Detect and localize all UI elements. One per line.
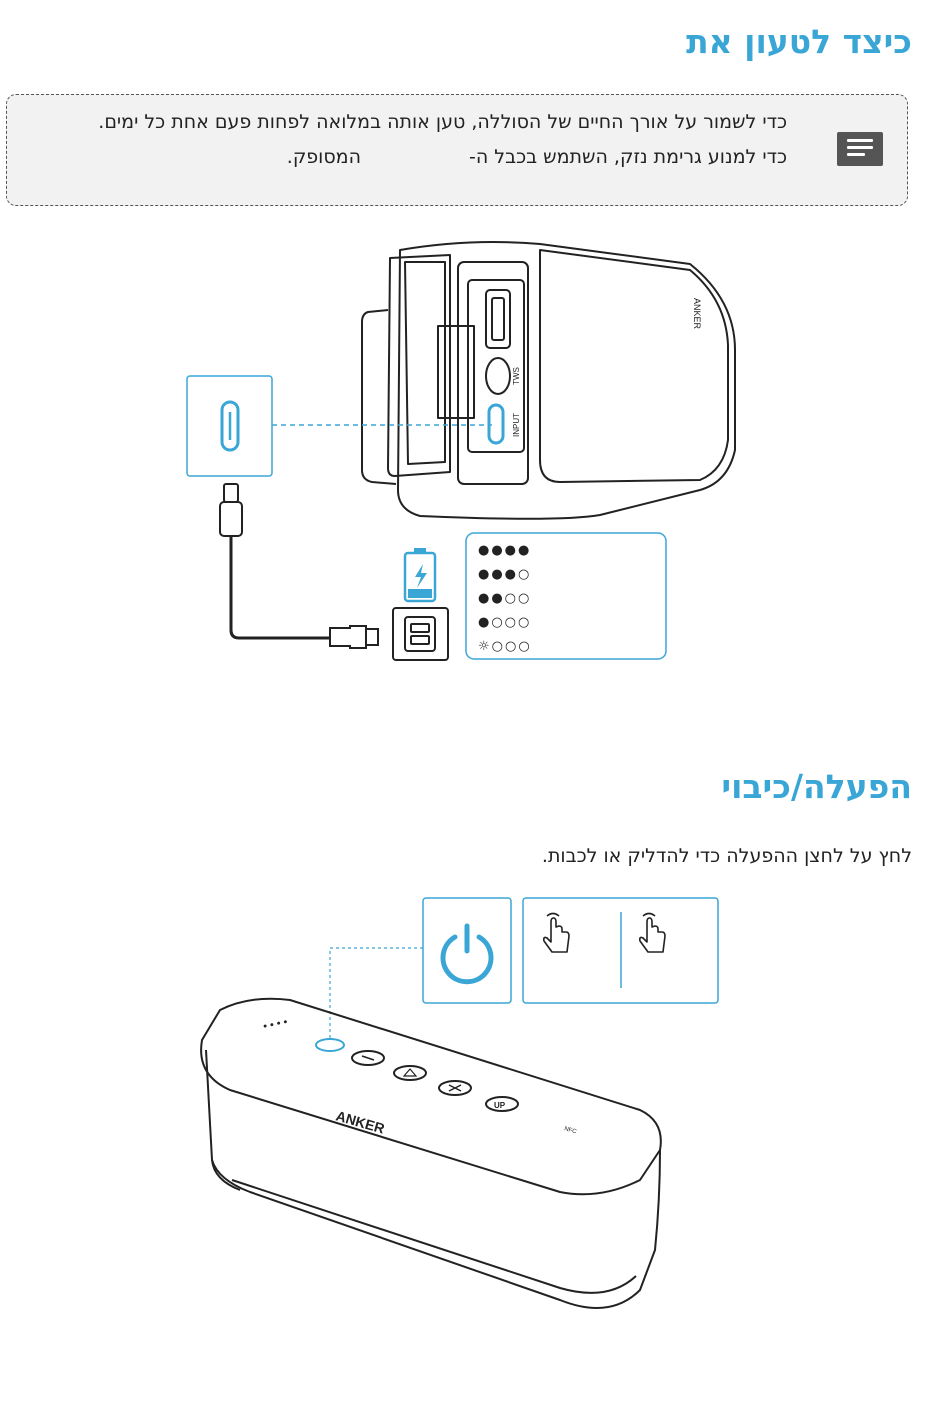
led-row-5: ☼○○○ — [478, 639, 532, 654]
led-rows: ●●●● ●●●○ ●●○○ ●○○○ ☼○○○ — [478, 543, 532, 654]
battery-charging-icon — [405, 548, 435, 601]
power-icon — [443, 926, 491, 982]
usb-power-adapter — [393, 608, 448, 660]
hand-press-icon — [640, 914, 665, 953]
brand-side: ANKER — [692, 298, 702, 330]
power-title: הפעלה/כיבוי — [721, 770, 912, 803]
charging-cable — [231, 536, 330, 638]
input-label: INPUT — [512, 413, 521, 437]
usb-a-plug — [330, 626, 366, 648]
tws-label: TWS — [512, 367, 521, 385]
speaker-rear-tab — [362, 310, 396, 484]
speaker-side-body — [540, 250, 728, 482]
speaker-front — [201, 999, 661, 1308]
power-instruction: לחץ על לחצן ההפעלה כדי להדליק או לכבות. — [542, 845, 912, 867]
usb-c-plug — [224, 484, 238, 502]
svg-text:UP: UP — [494, 1101, 506, 1110]
speaker-back-outline — [398, 242, 735, 519]
input-port — [489, 405, 503, 443]
svg-text:• • • •: • • • • — [262, 1016, 289, 1033]
led-row-1: ●●●● — [478, 543, 531, 558]
speaker-power-button — [316, 1039, 344, 1051]
speaker-flap-outline — [388, 255, 450, 476]
hand-press-icon — [544, 914, 569, 953]
brand-front: ANKER — [334, 1108, 386, 1137]
tws-button — [486, 358, 510, 394]
nfc-label: NFC — [563, 1126, 577, 1135]
usb-c-plug-body — [220, 502, 242, 536]
led-row-3: ●●○○ — [478, 591, 531, 606]
usb-port-inner — [492, 298, 504, 340]
led-row-2: ●●●○ — [478, 567, 531, 582]
led-row-4: ●○○○ — [478, 615, 531, 630]
